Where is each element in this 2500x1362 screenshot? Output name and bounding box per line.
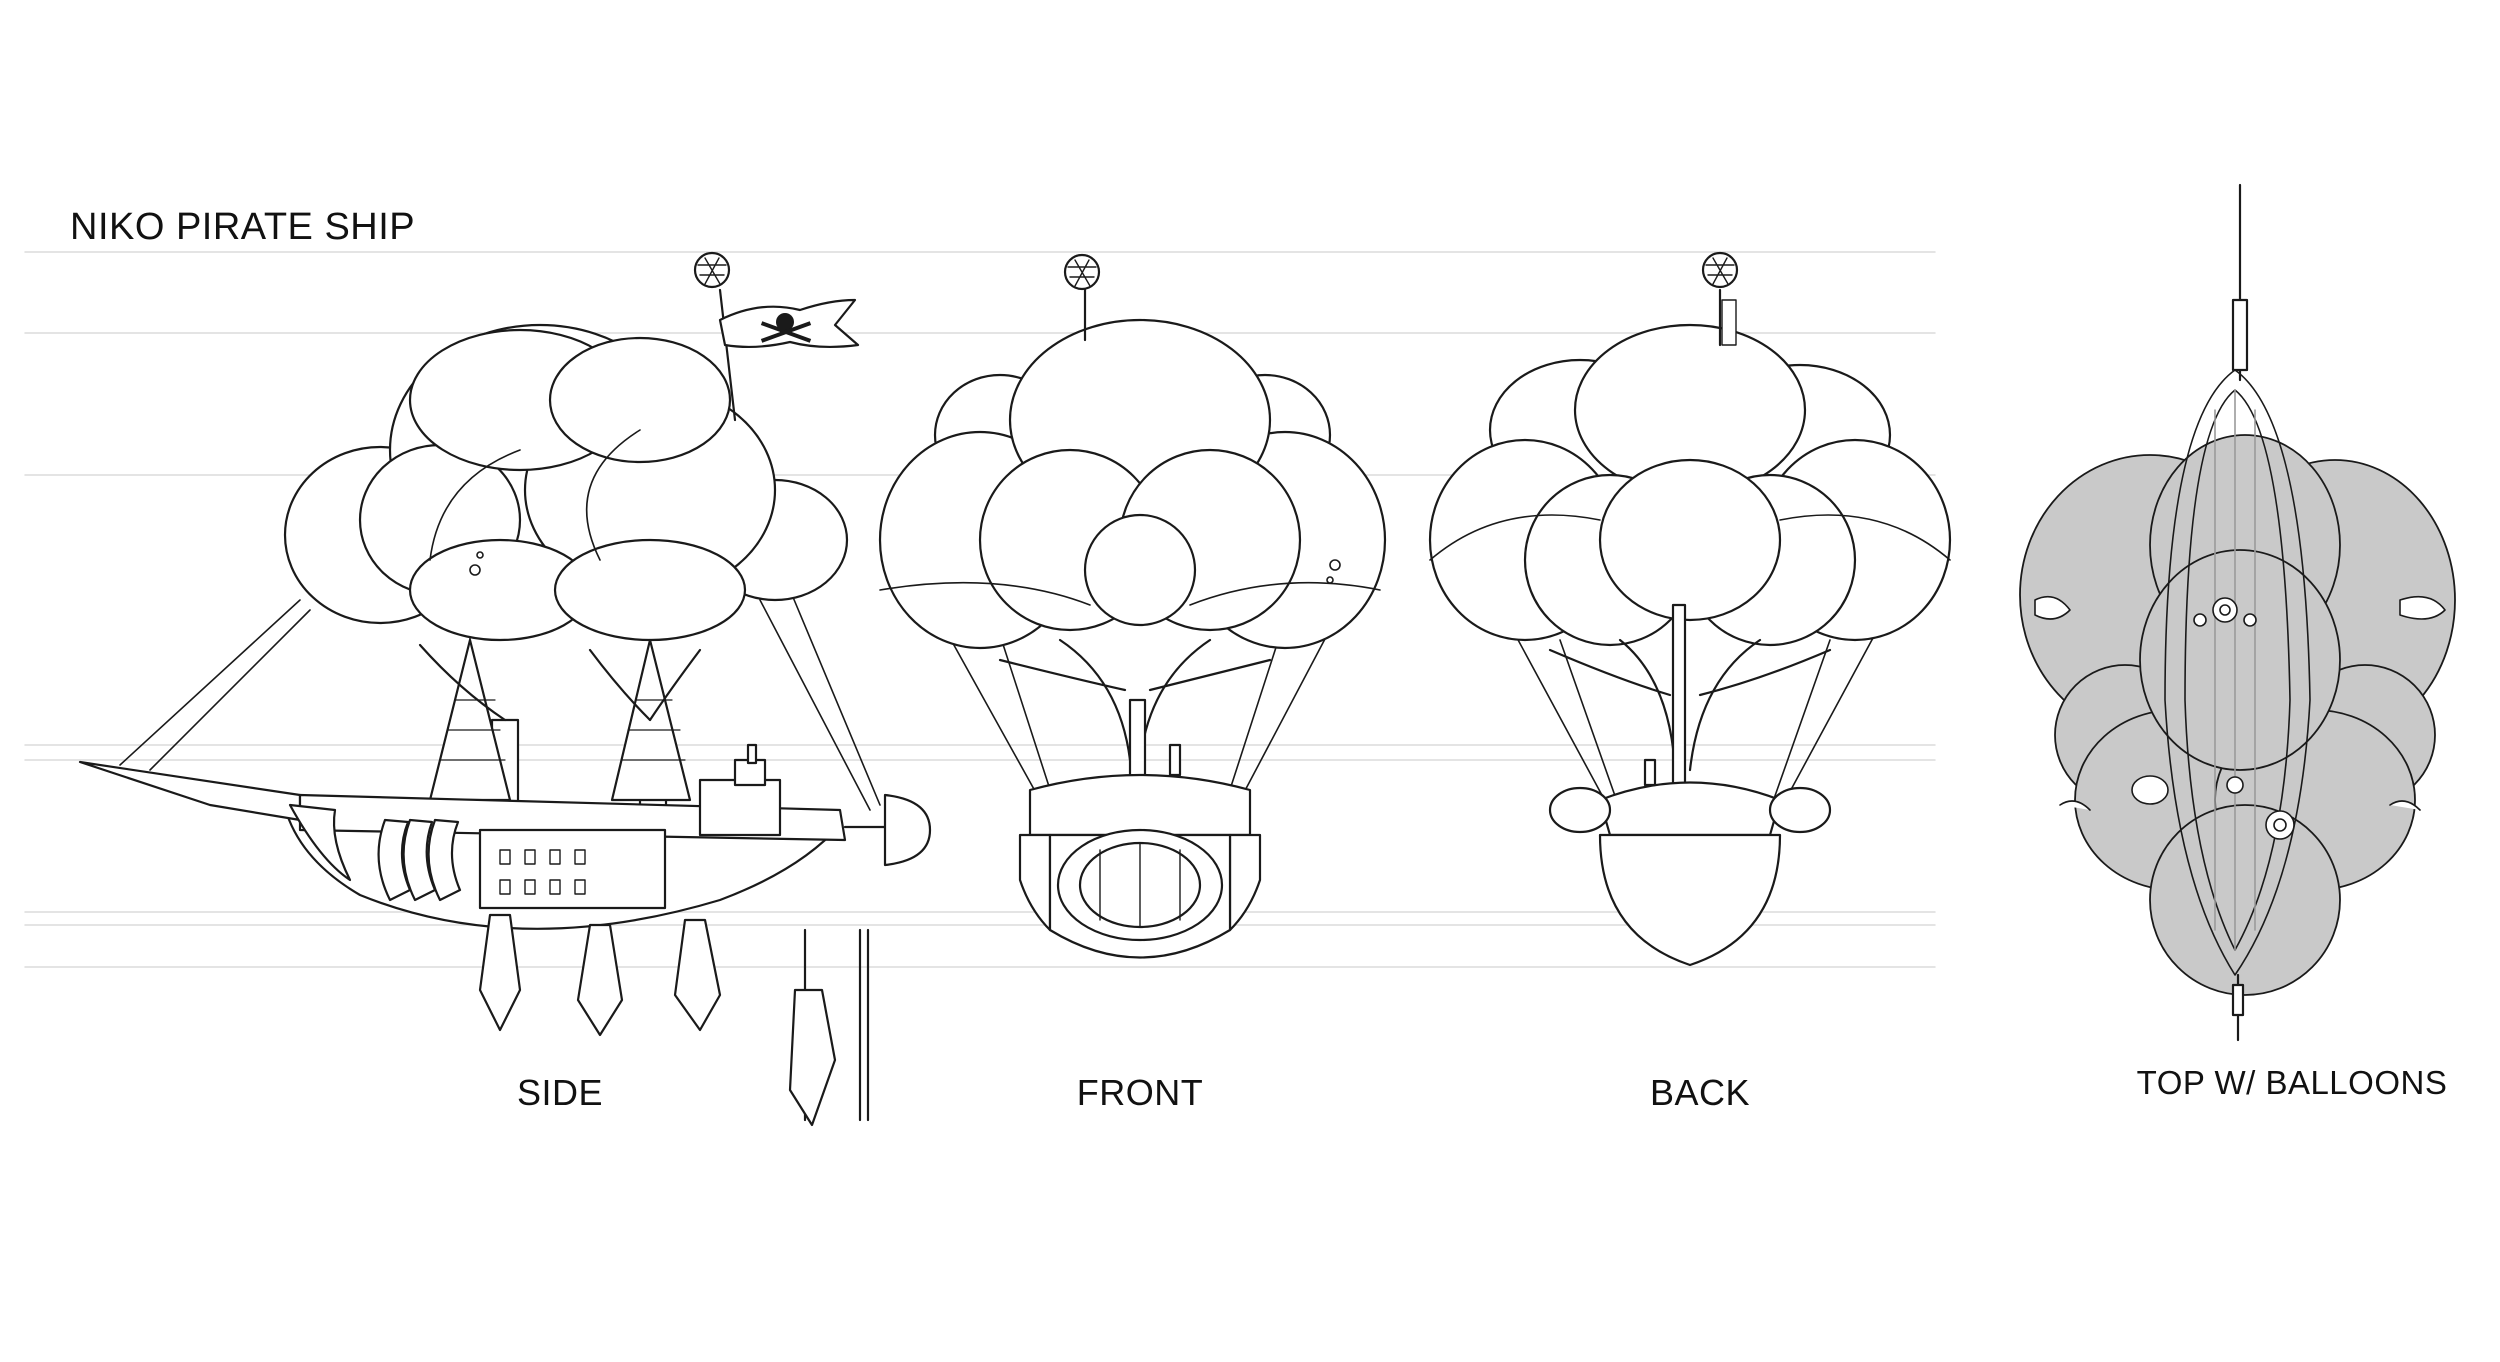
front-view-label: FRONT xyxy=(1076,1072,1204,1113)
front-balloon-details xyxy=(879,559,1381,606)
top-bowsprit xyxy=(2231,183,2249,1042)
side-balloon-details xyxy=(429,429,641,576)
top-view-label: TOP W/ BALLOONS xyxy=(2136,1064,2448,1101)
front-central-tubes xyxy=(998,638,1272,792)
top-side-fins xyxy=(2034,595,2446,811)
top-hull xyxy=(2164,369,2311,976)
back-balloon-details xyxy=(1429,514,1951,561)
back-view-label: BACK xyxy=(1649,1072,1751,1113)
top-balloon-cluster xyxy=(2019,434,2456,996)
side-balloon-cluster xyxy=(283,323,849,642)
side-view-label: SIDE xyxy=(516,1072,604,1113)
front-view xyxy=(878,253,1387,959)
back-balloon-cluster xyxy=(1428,323,1952,647)
front-gondola xyxy=(1018,743,1262,959)
side-hull xyxy=(78,743,932,930)
side-rudder-detail xyxy=(788,928,870,1127)
side-flag-mast xyxy=(693,251,860,422)
sheet-title: NIKO PIRATE SHIP xyxy=(70,206,416,248)
side-masts xyxy=(418,638,702,827)
back-view xyxy=(1428,251,1952,967)
front-balloon-cluster xyxy=(878,318,1387,650)
skull-and-crossbones-flag-icon xyxy=(760,313,812,343)
back-finial xyxy=(1701,251,1739,347)
top-fittings xyxy=(2131,597,2295,840)
front-finial xyxy=(1063,253,1101,342)
back-rigging xyxy=(1509,624,1881,811)
side-view xyxy=(78,251,932,1127)
back-gondola xyxy=(1548,758,1832,967)
side-propellers xyxy=(478,913,722,1037)
top-view xyxy=(2019,183,2456,1042)
